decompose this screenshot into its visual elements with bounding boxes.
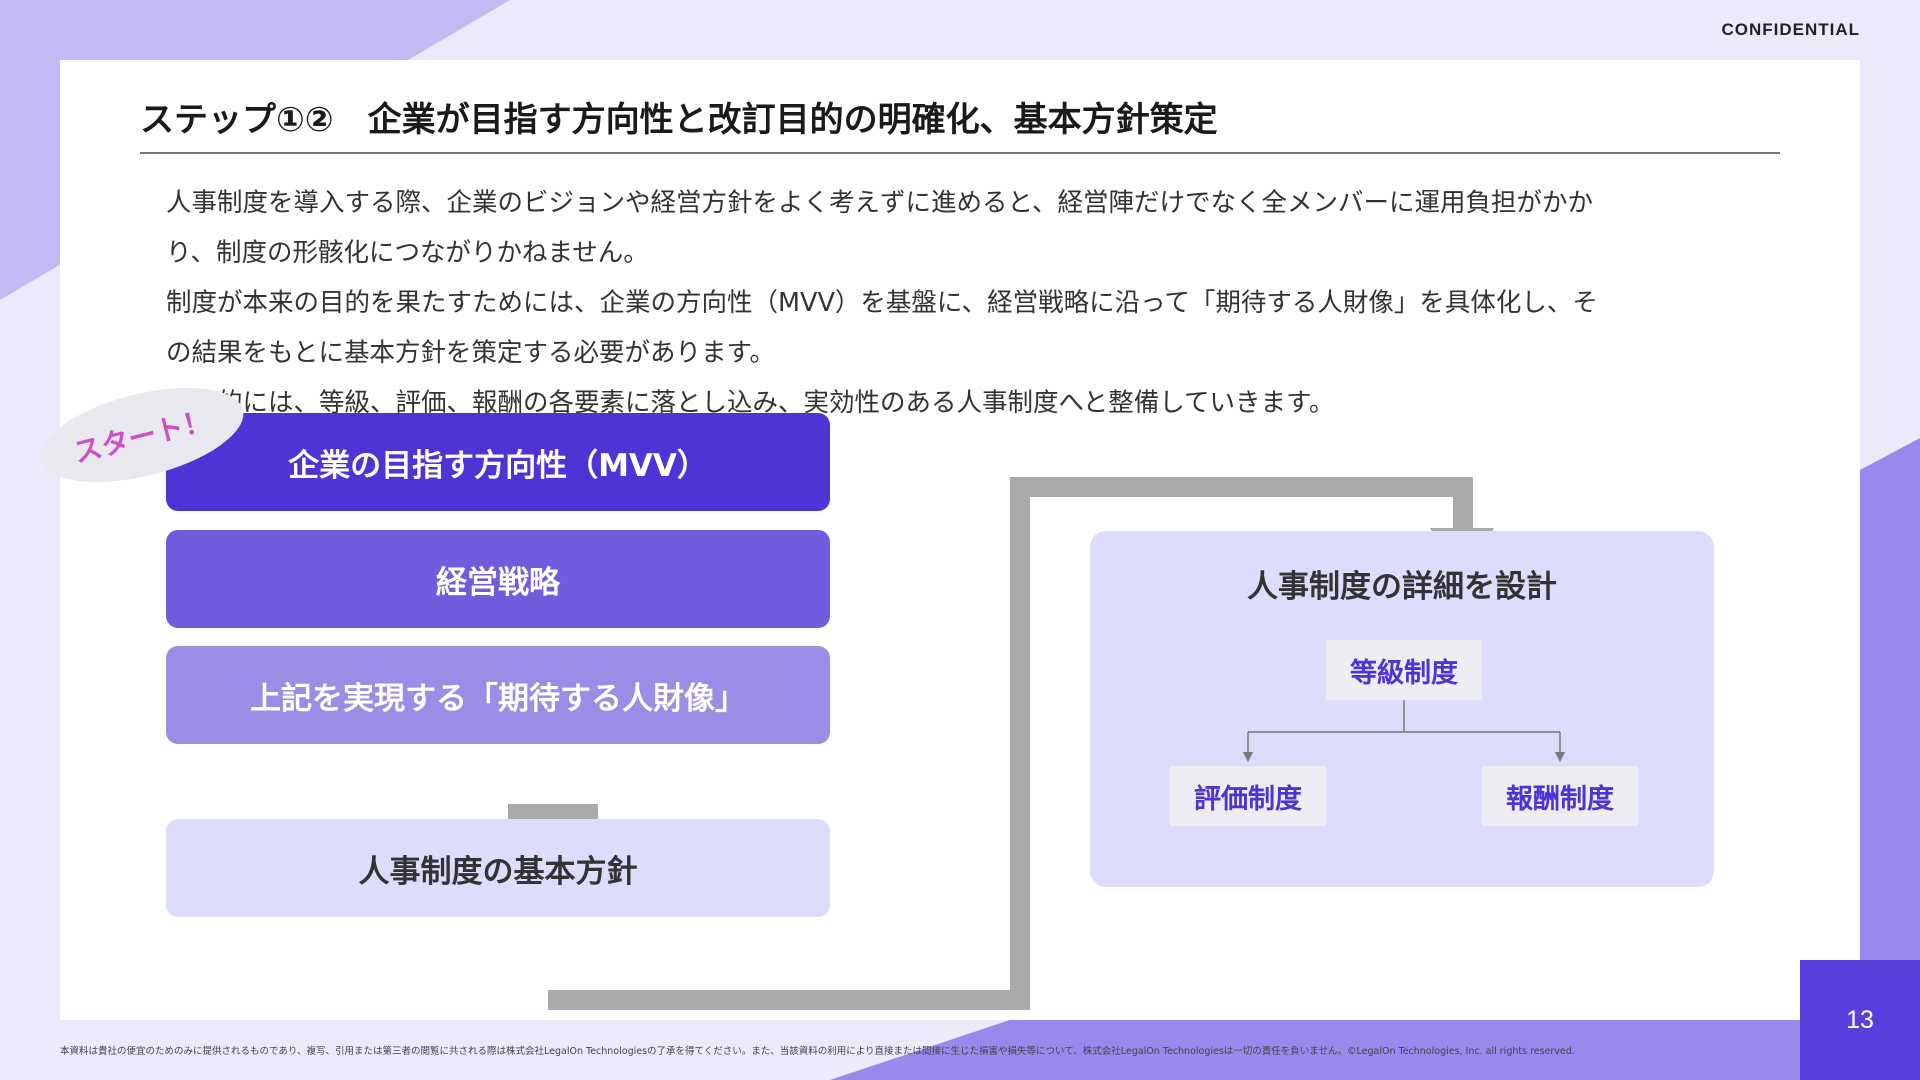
title-divider bbox=[140, 152, 1780, 154]
body-line: 制度が本来の目的を果たすためには、企業の方向性（MVV）を基盤に、経営戦略に沿っ… bbox=[166, 288, 1598, 318]
confidential-label: CONFIDENTIAL bbox=[1721, 20, 1860, 39]
compensation-system-chip: 報酬制度 bbox=[1482, 766, 1638, 826]
body-line: 人事制度を導入する際、企業のビジョンや経営方針をよく考えずに進めると、経営陣だけ… bbox=[166, 188, 1593, 218]
detail-design-box: 人事制度の詳細を設計 等級制度 評価制度 報酬制度 bbox=[1090, 531, 1714, 887]
body-line: り、制度の形骸化につながりかねません。 bbox=[166, 238, 649, 268]
detail-title: 人事制度の詳細を設計 bbox=[1247, 569, 1557, 605]
step-ideal-talent: 上記を実現する「期待する人財像」 bbox=[166, 646, 830, 744]
page-number: 13 bbox=[1800, 960, 1920, 1080]
grade-system-chip: 等級制度 bbox=[1326, 640, 1482, 700]
body-line: の結果をもとに基本方針を策定する必要があります。 bbox=[166, 338, 775, 368]
footer-note: 本資料は貴社の便宜のためのみに提供されるものであり、複写、引用または第三者の閲覧… bbox=[60, 1046, 1575, 1057]
slide-title: ステップ①② 企業が目指す方向性と改訂目的の明確化、基本方針策定 bbox=[140, 100, 1218, 140]
elbow-connector bbox=[548, 477, 1473, 1010]
body-text: 人事制度を導入する際、企業のビジョンや経営方針をよく考えずに進めると、経営陣だけ… bbox=[166, 178, 1806, 428]
step-base-policy: 人事制度の基本方針 bbox=[166, 819, 830, 917]
evaluation-system-chip: 評価制度 bbox=[1170, 766, 1326, 826]
tree-connector bbox=[1243, 700, 1565, 762]
step-strategy: 経営戦略 bbox=[166, 530, 830, 628]
step-mvv: 企業の目指す方向性（MVV） bbox=[166, 413, 830, 511]
